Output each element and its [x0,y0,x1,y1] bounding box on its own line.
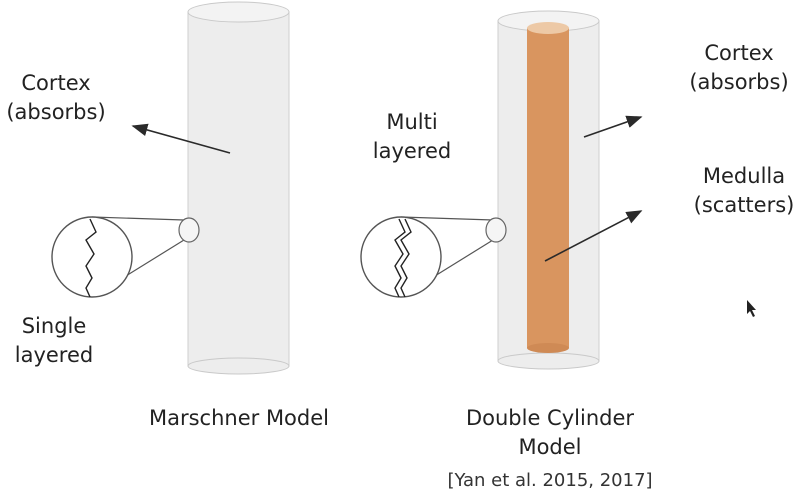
citation: [Yan et al. 2015, 2017] [447,470,653,491]
medulla-top [527,22,569,34]
multi-layer-edge-inner [400,218,412,298]
multi-layered-label: Multi layered [372,110,452,163]
marschner-cylinder [187,1,290,375]
left-cross-section-magnifier [51,216,200,298]
right-cross-section-magnifier [360,216,507,298]
medulla-label: Medulla (scatters) [693,164,795,217]
double-cylinder-caption: Double Cylinder Model [465,406,635,459]
marschner-caption: Marschner Model [148,406,329,430]
right-cortex-arrow [583,115,643,138]
single-layer-edge [85,218,97,298]
left-cortex-arrow [131,123,231,154]
right-cortex-label: Cortex (absorbs) [689,41,789,94]
left-cortex-label: Cortex (absorbs) [6,71,106,124]
medulla-core [527,28,569,348]
medulla-arrow [544,210,643,262]
single-layered-label: Single layered [14,314,94,367]
double-cylinder [497,10,600,370]
multi-layer-edge-outer [394,218,406,298]
mouse-pointer-icon [747,300,756,317]
